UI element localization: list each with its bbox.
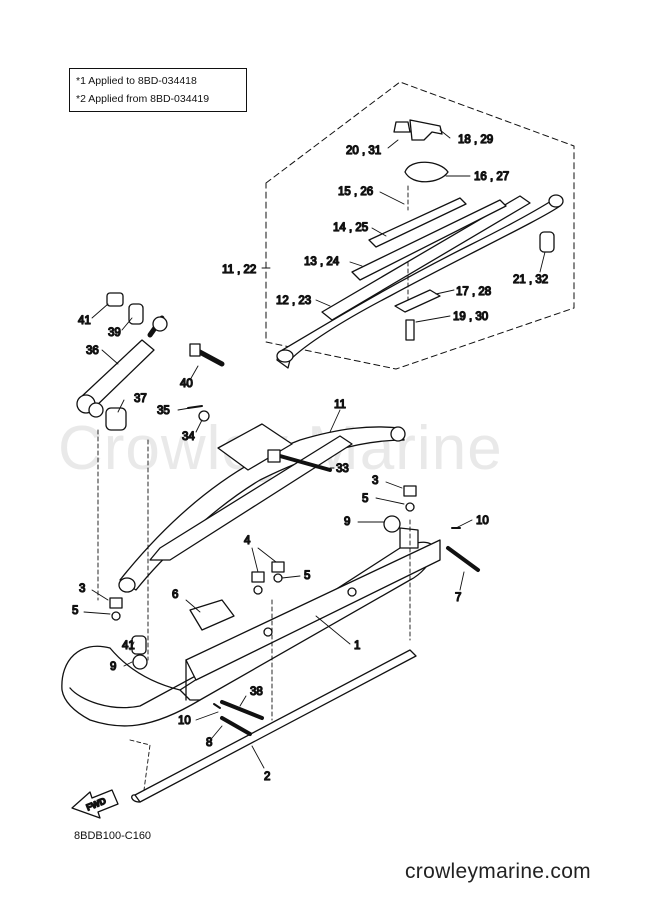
ski-runner: [131, 649, 417, 803]
callout-1: 1: [354, 640, 360, 652]
applicability-note-box: *1 Applied to 8BD-034418 *2 Applied from…: [69, 68, 247, 112]
callout-5-left: 5: [72, 605, 78, 617]
callout-14-25: 14 , 25: [333, 222, 368, 234]
shock-absorber-parts: [76, 292, 225, 431]
callout-15-26: 15 , 26: [338, 186, 373, 198]
leaf-spring-assembly-upper: [276, 119, 564, 369]
callout-5-mid: 5: [304, 570, 310, 582]
callout-21-32: 21 , 32: [513, 274, 548, 286]
callout-36: 36: [86, 345, 99, 357]
callout-13-24: 13 , 24: [304, 256, 340, 268]
note-line-2: *2 Applied from 8BD-034419: [76, 93, 210, 105]
website-footer[interactable]: crowleymarine.com: [405, 860, 591, 883]
leaf-spring-lower: [118, 423, 406, 593]
callout-8: 8: [206, 737, 212, 749]
callout-3-left: 3: [79, 583, 85, 595]
callout-2: 2: [264, 771, 270, 783]
callout-numbers: 18 , 29 20 , 31 16 , 27 15 , 26 14 , 25 …: [71, 133, 548, 783]
callout-12-23: 12 , 23: [276, 295, 311, 307]
callout-34: 34: [182, 431, 195, 443]
callout-10-right: 10: [476, 515, 489, 527]
callout-4: 4: [244, 535, 251, 547]
callout-33: 33: [336, 463, 349, 475]
ski-body: [61, 527, 441, 727]
callout-9-right: 9: [344, 516, 350, 528]
callout-19-30: 19 , 30: [453, 311, 488, 323]
callout-17-28: 17 , 28: [456, 286, 491, 298]
callout-38: 38: [250, 686, 263, 698]
callout-20-31: 20 , 31: [346, 145, 381, 157]
callout-41-upper: 41: [78, 315, 91, 327]
alignment-lines: [97, 185, 411, 791]
callout-37: 37: [134, 393, 147, 405]
fwd-arrow-icon: [71, 789, 119, 819]
subassembly-dashed-outline: [265, 81, 575, 370]
callout-18-29: 18 , 29: [458, 134, 493, 146]
callout-11: 11: [334, 399, 346, 411]
callout-7: 7: [455, 592, 461, 604]
callout-11-22: 11 , 22: [222, 264, 256, 276]
callout-5-right: 5: [362, 493, 368, 505]
callout-16-27: 16 , 27: [474, 171, 509, 183]
diagram-code: 8BDB100-C160: [74, 830, 152, 842]
callout-40: 40: [180, 378, 193, 390]
callout-9-left: 9: [110, 661, 116, 673]
callout-41-lower: 41: [122, 640, 135, 652]
leader-lines: [83, 129, 546, 769]
callout-39: 39: [108, 327, 121, 339]
note-line-1: *1 Applied to 8BD-034418: [76, 75, 197, 87]
callout-6: 6: [172, 589, 178, 601]
callout-10-left: 10: [178, 715, 191, 727]
bolt-33: [267, 449, 332, 472]
callout-35: 35: [157, 405, 170, 417]
callout-3-right: 3: [372, 475, 378, 487]
